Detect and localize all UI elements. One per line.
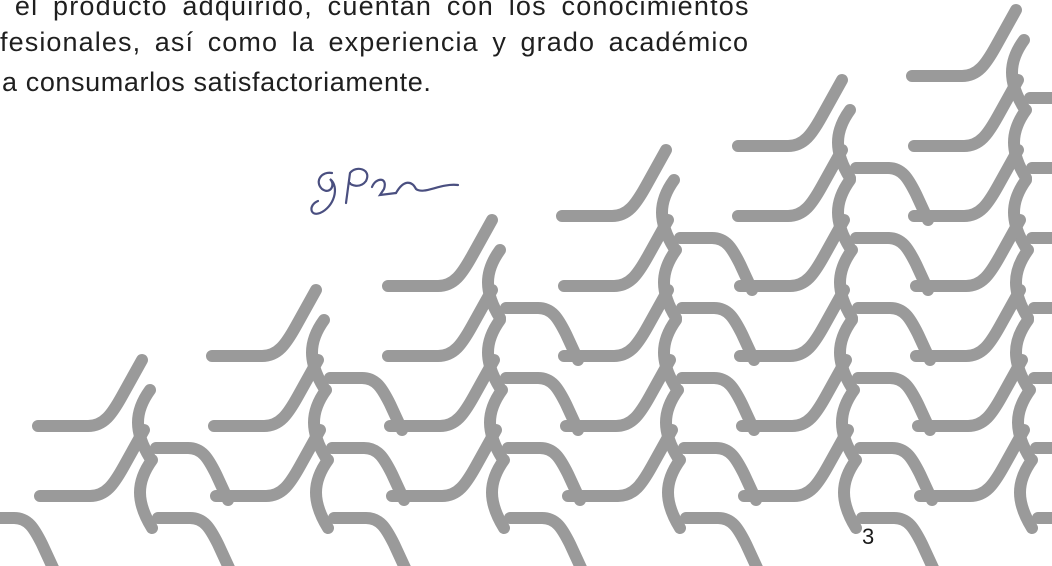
- pattern-stroke: [152, 512, 235, 566]
- pattern-stroke: [660, 384, 684, 464]
- pattern-stroke: [838, 454, 862, 534]
- pattern-stroke: [852, 302, 936, 366]
- handwritten-signature: [310, 167, 460, 215]
- text-line-2: fesionales, así como la experiencia y gr…: [0, 27, 750, 57]
- pattern-stroke: [836, 384, 860, 464]
- text-line-1: r el producto adquirido, cuentan con los…: [0, 0, 750, 21]
- pattern-stroke: [906, 4, 1022, 82]
- pattern-stroke: [856, 512, 939, 566]
- pattern-stroke: [500, 372, 584, 436]
- pattern-stroke: [32, 354, 148, 432]
- pattern-stroke: [310, 454, 334, 534]
- pattern-stroke: [678, 442, 762, 506]
- pattern-stroke: [1024, 92, 1052, 104]
- page-number: 3: [862, 524, 875, 549]
- pattern-stroke: [910, 214, 1026, 292]
- pattern-stroke: [1026, 162, 1052, 174]
- pattern-stroke: [908, 144, 1024, 222]
- pattern-stroke: [834, 314, 858, 394]
- pattern-stroke: [324, 372, 408, 436]
- pattern-stroke: [658, 244, 682, 324]
- pattern-stroke: [326, 442, 410, 506]
- pattern-stroke: [832, 174, 856, 254]
- pattern-stroke: [210, 424, 326, 502]
- pattern-stroke: [908, 74, 1024, 152]
- pattern-stroke: [734, 214, 850, 292]
- pattern-stroke: [1030, 442, 1052, 454]
- pattern-stroke: [384, 354, 500, 432]
- pattern-stroke: [1028, 302, 1052, 314]
- pattern-stroke: [1026, 232, 1052, 244]
- pattern-stroke: [558, 284, 674, 362]
- pattern-stroke: [206, 284, 322, 362]
- pattern-stroke: [910, 284, 1026, 362]
- pattern-stroke: [680, 512, 763, 566]
- pattern-stroke: [1028, 372, 1052, 384]
- pattern-stroke: [658, 314, 682, 394]
- pattern-stroke: [0, 512, 59, 566]
- text-line-3: a consumarlos satisfactoriamente.: [2, 67, 432, 97]
- pattern-stroke: [734, 284, 850, 362]
- pattern-stroke: [306, 314, 330, 394]
- pattern-stroke: [656, 174, 680, 254]
- pattern-stroke: [662, 454, 686, 534]
- pattern-stroke: [676, 372, 760, 436]
- pattern-stroke: [562, 424, 678, 502]
- pattern-stroke: [382, 214, 498, 292]
- pattern-stroke: [386, 424, 502, 502]
- pattern-stroke: [500, 302, 584, 366]
- pattern-stroke: [732, 74, 848, 152]
- pattern-stroke: [1008, 104, 1032, 184]
- pattern-stroke: [308, 384, 332, 464]
- pattern-stroke: [912, 354, 1028, 432]
- pattern-stroke: [482, 314, 506, 394]
- pattern-stroke: [850, 162, 934, 226]
- pattern-stroke: [34, 424, 150, 502]
- pattern-stroke: [208, 354, 324, 432]
- pattern-stroke: [914, 424, 1030, 502]
- pattern-stroke: [482, 244, 506, 324]
- pattern-stroke: [560, 354, 676, 432]
- pattern-stroke: [1008, 174, 1032, 254]
- pattern-stroke: [732, 144, 848, 222]
- pattern-stroke: [1012, 384, 1036, 464]
- pattern-stroke: [852, 372, 936, 436]
- pattern-stroke: [556, 144, 672, 222]
- pattern-stroke: [738, 424, 854, 502]
- pattern-stroke: [328, 512, 411, 566]
- pattern-stroke: [150, 442, 234, 506]
- pattern-stroke: [1006, 34, 1030, 114]
- pattern-stroke: [1010, 244, 1034, 324]
- pattern-stroke: [1032, 512, 1052, 524]
- pattern-stroke: [854, 442, 938, 506]
- pattern-stroke: [382, 284, 498, 362]
- pattern-stroke: [1010, 314, 1034, 394]
- pattern-stroke: [674, 232, 758, 296]
- pattern-stroke: [484, 384, 508, 464]
- pattern-stroke: [486, 454, 510, 534]
- pattern-stroke: [504, 512, 587, 566]
- pattern-stroke: [834, 244, 858, 324]
- pattern-stroke: [676, 302, 760, 366]
- pattern-stroke: [832, 104, 856, 184]
- pattern-stroke: [134, 454, 158, 534]
- pattern-stroke: [850, 232, 934, 296]
- pattern-stroke: [1014, 454, 1038, 534]
- pattern-stroke: [502, 442, 586, 506]
- pattern-stroke: [132, 384, 156, 464]
- pattern-stroke: [736, 354, 852, 432]
- pattern-stroke: [558, 214, 674, 292]
